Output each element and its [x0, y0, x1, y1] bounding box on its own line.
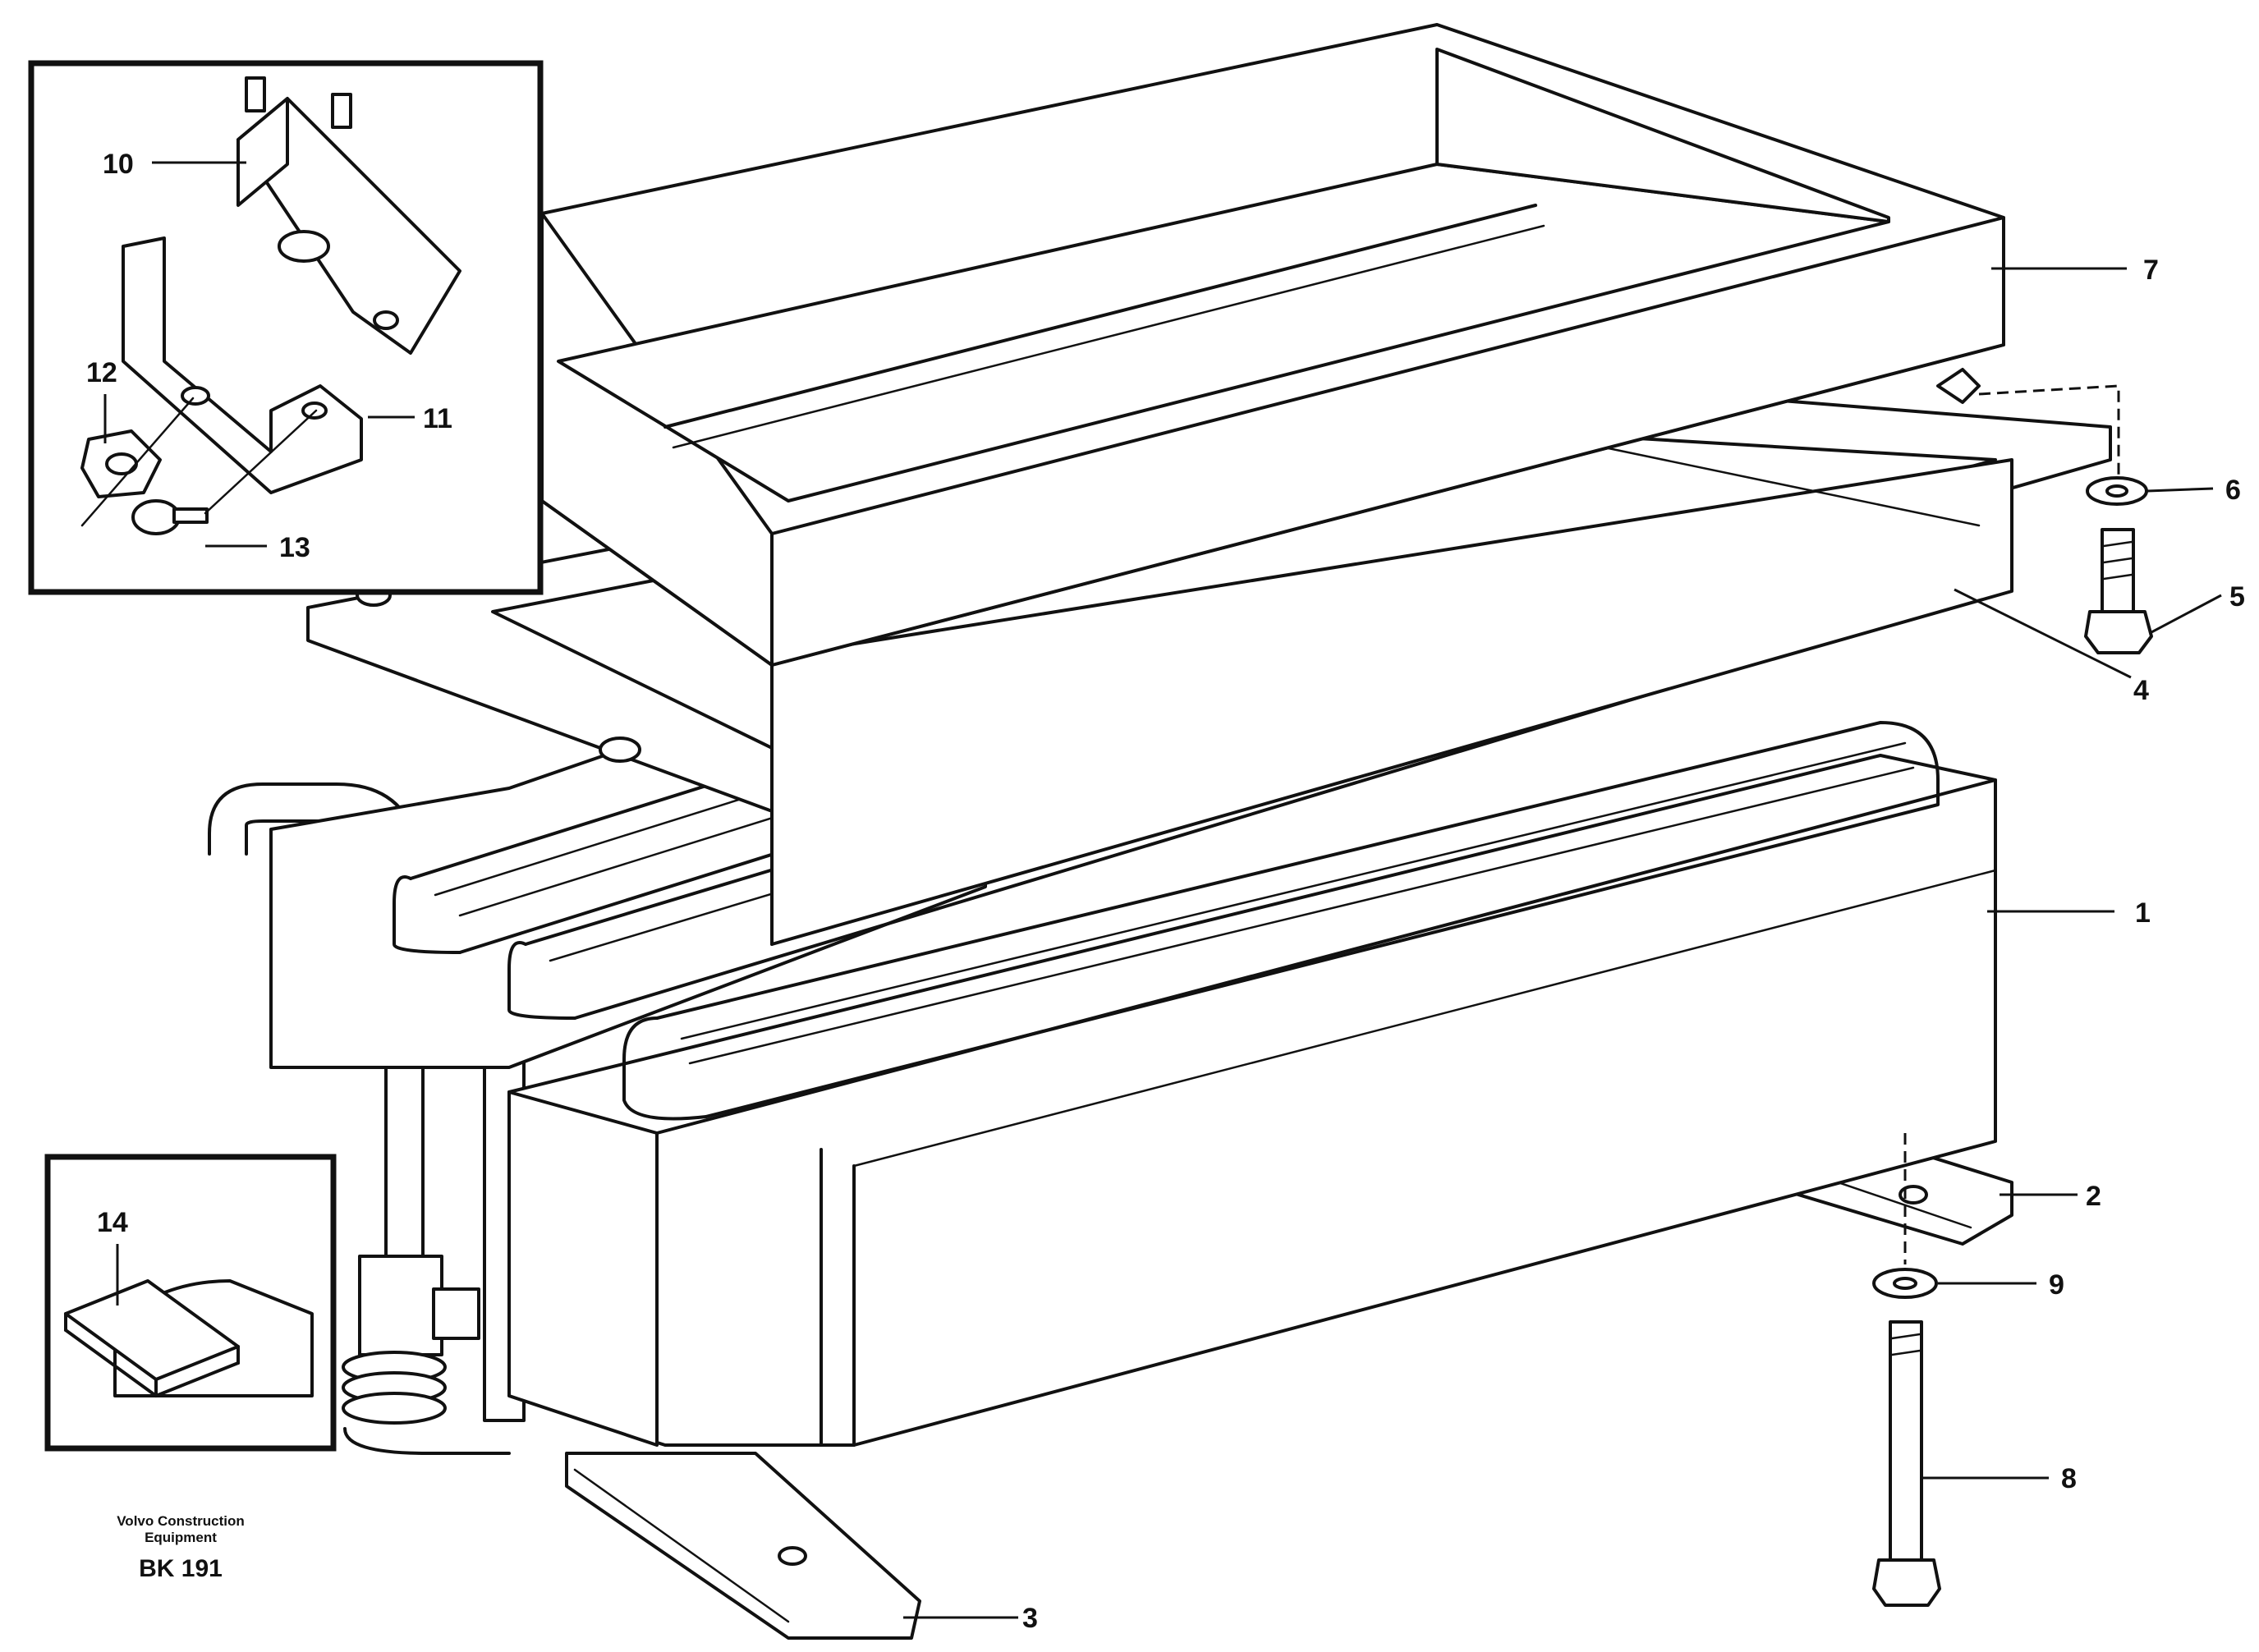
leader-lines — [103, 161, 2222, 1619]
callout-12: 12 — [86, 357, 117, 388]
thermostat-inset — [28, 60, 544, 595]
callout-3: 3 — [1022, 1603, 1038, 1634]
callout-8: 8 — [2061, 1463, 2077, 1494]
callout-6: 6 — [2225, 475, 2241, 506]
callout-4: 4 — [2133, 675, 2149, 706]
callout-7: 7 — [2143, 255, 2159, 286]
credit-block: Volvo Construction Equipment BK 191 — [117, 1513, 245, 1582]
callout-labels: 1 2 3 4 5 6 7 8 9 10 11 12 13 14 — [86, 149, 2245, 1634]
heater-box — [507, 721, 1997, 1447]
fasteners — [1872, 384, 2153, 1607]
callout-10: 10 — [103, 149, 134, 180]
callout-11: 11 — [423, 403, 452, 434]
drawing-code: BK 191 — [139, 1555, 223, 1582]
credit-line2: Equipment — [145, 1530, 217, 1545]
callout-9: 9 — [2049, 1269, 2064, 1301]
callout-13: 13 — [279, 532, 310, 563]
lower-mounting-bracket — [565, 1452, 921, 1640]
callout-5: 5 — [2229, 581, 2245, 613]
callout-1: 1 — [2135, 897, 2151, 929]
top-frame — [540, 23, 2005, 667]
credit-line1: Volvo Construction — [117, 1513, 245, 1529]
sealing-inset — [44, 1154, 337, 1452]
callout-14: 14 — [97, 1207, 128, 1238]
callout-2: 2 — [2086, 1181, 2101, 1212]
